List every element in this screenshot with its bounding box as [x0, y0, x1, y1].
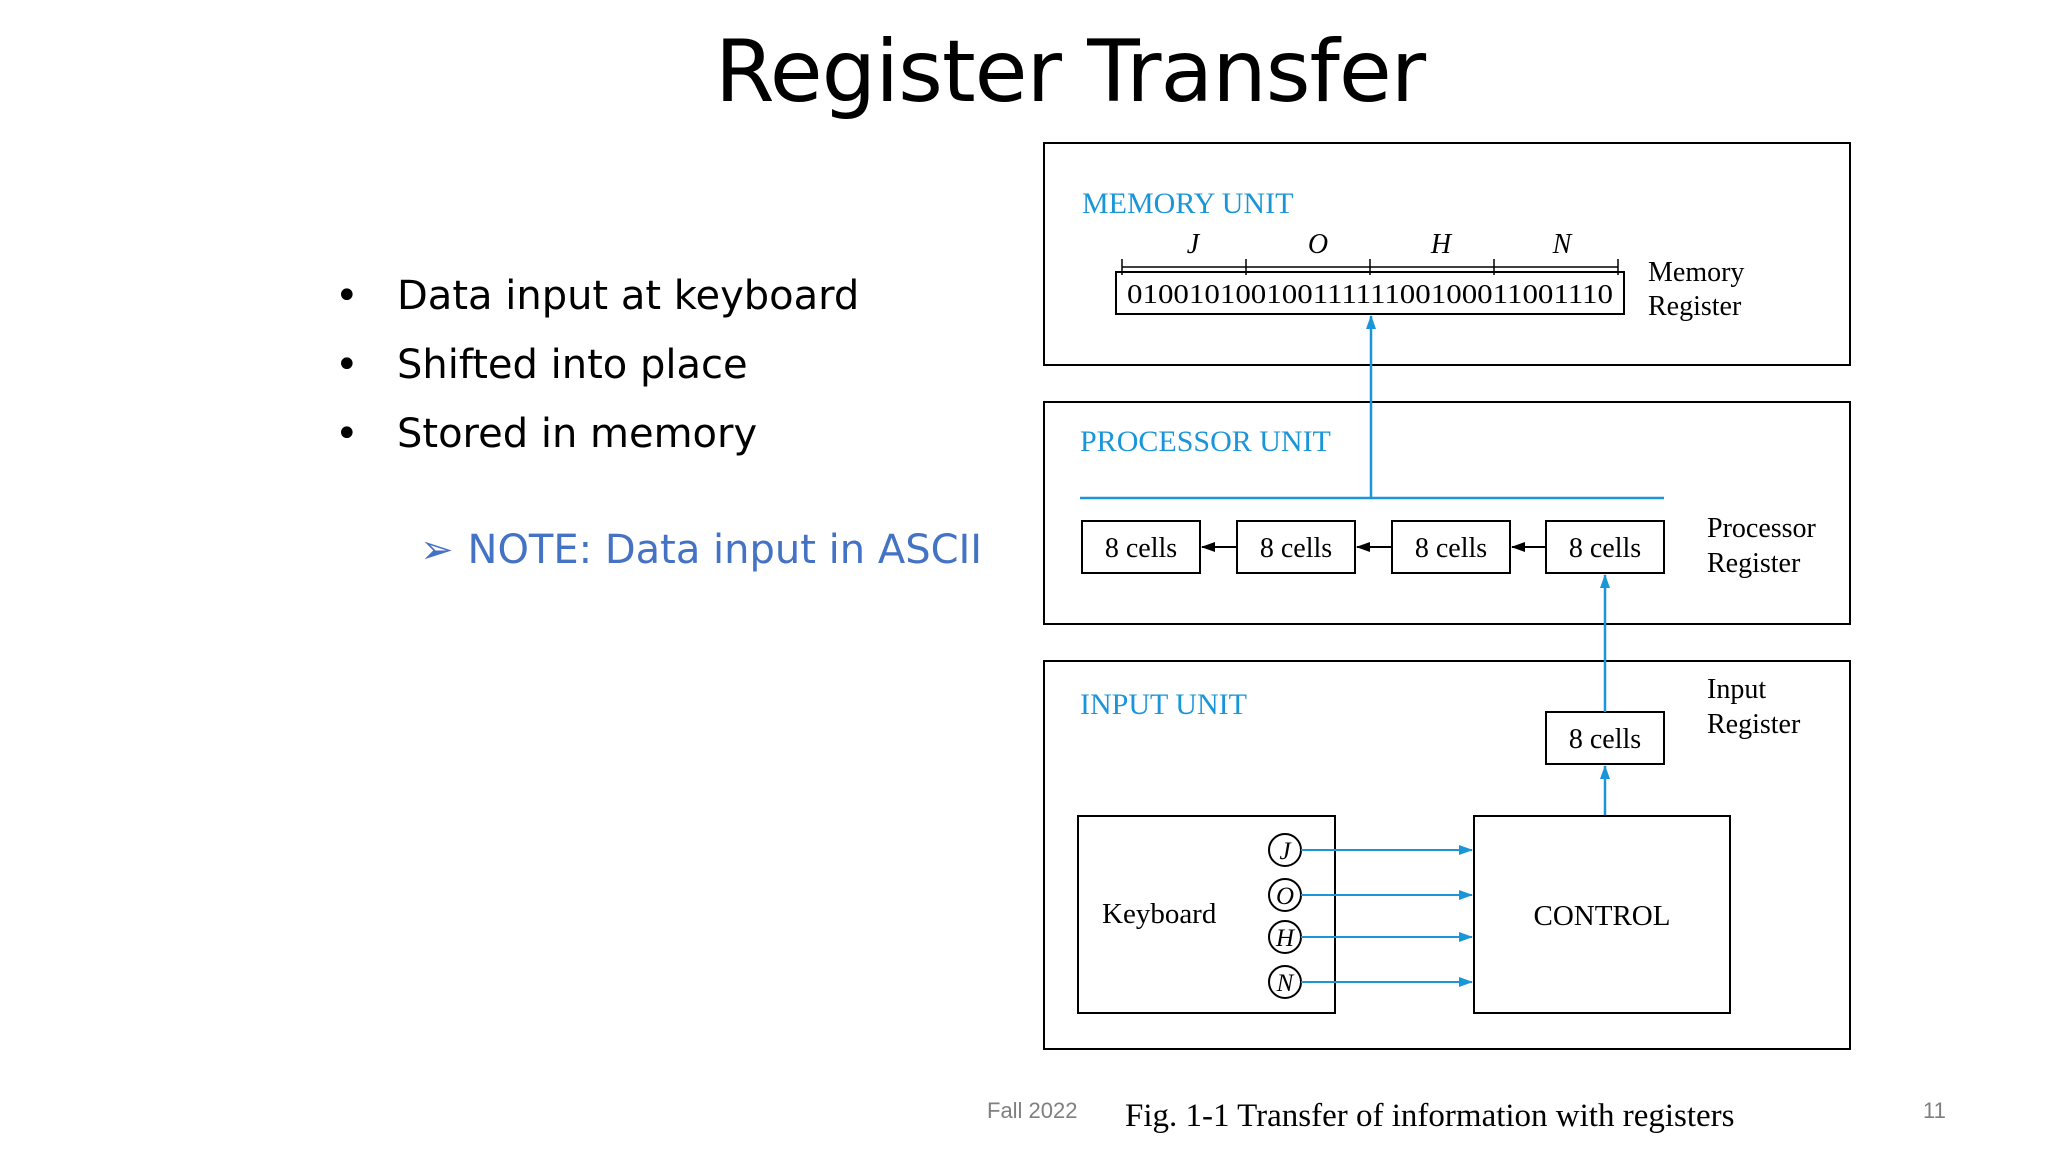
memory-letter: O — [1308, 229, 1328, 260]
memory-register-bits: 01001010010011111100100011001110 — [1127, 279, 1613, 309]
memory-letter: H — [1430, 229, 1453, 260]
note-text: NOTE: Data input in ASCII — [467, 527, 983, 573]
bullet-item: • Data input at keyboard — [335, 262, 859, 331]
control-box — [1473, 815, 1731, 1014]
bullet-list: • Data input at keyboard • Shifted into pl… — [335, 262, 859, 469]
bullet-dot: • — [335, 411, 359, 457]
processor-unit-label: PROCESSOR UNIT — [1080, 425, 1331, 458]
processor-register-label: Processor — [1707, 513, 1817, 544]
key-letter: H — [1275, 925, 1296, 952]
control-label: CONTROL — [1534, 900, 1671, 932]
memory-register-label: Register — [1648, 291, 1742, 322]
footer-date: Fall 2022 — [987, 1098, 1078, 1123]
memory-register-box — [1115, 271, 1625, 315]
processor-unit-frame — [1043, 401, 1851, 625]
processor-cell-label: 8 cells — [1260, 533, 1332, 564]
input-unit-label: INPUT UNIT — [1080, 688, 1247, 721]
bullet-text: Stored in memory — [397, 411, 758, 457]
note: ➢ NOTE: Data input in ASCII — [420, 527, 982, 573]
memory-register-label: Memory — [1648, 257, 1744, 288]
bullet-text: Data input at keyboard — [397, 273, 860, 319]
memory-letter: J — [1187, 229, 1201, 260]
keyboard-label: Keyboard — [1102, 898, 1217, 930]
input-register-cell-label: 8 cells — [1569, 724, 1641, 755]
memory-unit-frame — [1043, 142, 1851, 366]
processor-cell-label: 8 cells — [1569, 533, 1641, 564]
key-letter: J — [1279, 838, 1292, 865]
memory-unit-label: MEMORY UNIT — [1082, 187, 1293, 220]
figure-caption: Fig. 1-1 Transfer of information with re… — [1125, 1098, 1735, 1134]
slide-title: Register Transfer — [714, 22, 1426, 122]
bullet-dot: • — [335, 342, 359, 388]
bullet-dot: • — [335, 273, 359, 319]
input-register-label: Input — [1707, 674, 1766, 705]
arrow-bullet-icon: ➢ — [420, 527, 454, 573]
bullet-text: Shifted into place — [397, 342, 748, 388]
processor-cell — [1081, 520, 1201, 574]
key-letter: N — [1276, 970, 1295, 997]
page-number: 11 — [1923, 1098, 1946, 1123]
bullet-item: • Stored in memory — [335, 400, 859, 469]
keyboard-box — [1077, 815, 1336, 1014]
memory-letter: N — [1552, 229, 1573, 260]
input-register-label: Register — [1707, 709, 1801, 740]
processor-register-label: Register — [1707, 548, 1801, 579]
processor-cell-label: 8 cells — [1105, 533, 1177, 564]
bullet-item: • Shifted into place — [335, 331, 859, 400]
input-unit-frame — [1043, 660, 1851, 1050]
processor-cell-label: 8 cells — [1415, 533, 1487, 564]
key-letter: O — [1276, 883, 1294, 910]
